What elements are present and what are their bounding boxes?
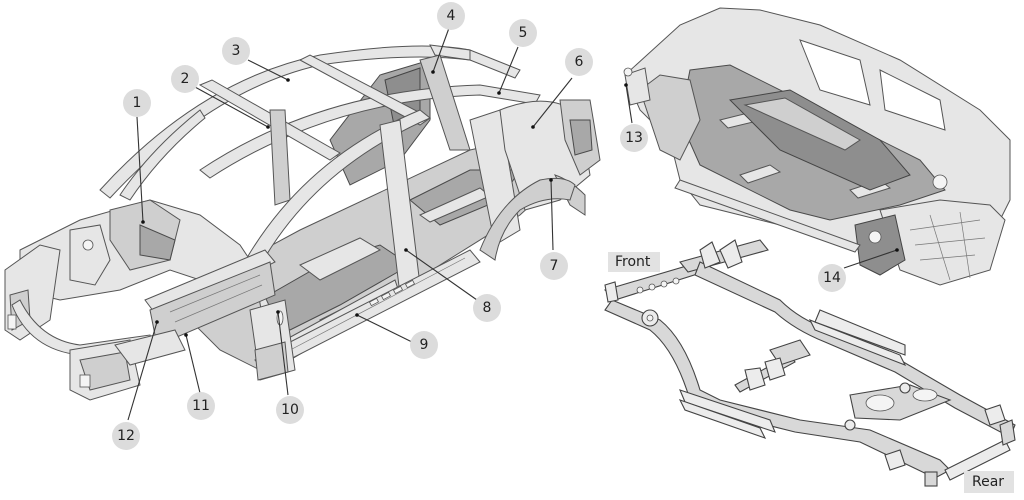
callout-10: 10 <box>276 396 304 424</box>
callout-5: 5 <box>509 19 537 47</box>
body-in-white-illustration <box>4 44 601 401</box>
rear-label-text: Rear <box>972 474 1004 490</box>
callout-7-label: 7 <box>550 258 559 274</box>
callout-9-label: 9 <box>420 337 429 353</box>
leader-lines <box>127 27 899 421</box>
callout-8: 8 <box>473 294 501 322</box>
front-label: Front <box>608 252 660 272</box>
callout-4-label: 4 <box>447 8 456 24</box>
callout-4: 4 <box>437 2 465 30</box>
callout-3: 3 <box>222 37 250 65</box>
callout-14: 14 <box>818 264 846 292</box>
callout-14-label: 14 <box>823 270 841 286</box>
callout-3-label: 3 <box>232 43 241 59</box>
callout-2-label: 2 <box>181 71 190 87</box>
callout-1: 1 <box>123 89 151 117</box>
callout-11-label: 11 <box>192 398 210 414</box>
callout-2: 2 <box>171 65 199 93</box>
callout-1-label: 1 <box>133 95 142 111</box>
callout-8-label: 8 <box>483 300 492 316</box>
callout-9: 9 <box>410 331 438 359</box>
callout-11: 11 <box>187 392 215 420</box>
callout-13-label: 13 <box>625 130 643 146</box>
rear-label: Rear <box>964 471 1014 493</box>
callout-12: 12 <box>112 422 140 450</box>
underbody-illustration <box>623 7 1011 286</box>
callout-6: 6 <box>565 48 593 76</box>
callout-5-label: 5 <box>519 25 528 41</box>
callout-6-label: 6 <box>575 54 584 70</box>
callout-7: 7 <box>540 252 568 280</box>
callout-10-label: 10 <box>281 402 299 418</box>
callout-13: 13 <box>620 124 648 152</box>
front-label-text: Front <box>615 254 651 270</box>
callout-12-label: 12 <box>117 428 135 444</box>
ladder-frame-illustration <box>603 239 1016 487</box>
